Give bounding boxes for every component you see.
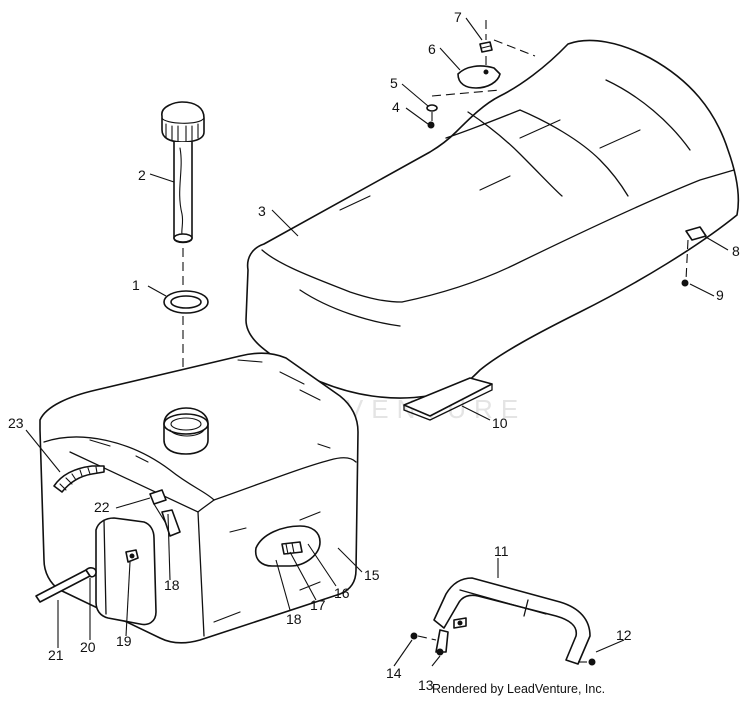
callout-20: 20 <box>80 639 96 655</box>
callout-12: 12 <box>616 627 632 643</box>
filler-neck <box>161 101 209 404</box>
callout-17: 17 <box>310 597 326 613</box>
callout-labels: 1 2 3 4 5 6 7 8 9 10 11 12 13 14 15 16 1… <box>8 9 740 693</box>
callout-23: 23 <box>8 415 24 431</box>
render-credit: Rendered by LeadVenture, Inc. <box>432 682 606 696</box>
callout-9: 9 <box>716 287 724 303</box>
callout-16: 16 <box>334 585 350 601</box>
callout-18: 18 <box>286 611 302 627</box>
callout-15: 15 <box>364 567 380 583</box>
leader-lines <box>25 17 729 667</box>
callout-22: 22 <box>94 499 110 515</box>
callout-13: 13 <box>418 677 434 693</box>
seat-hardware <box>426 20 536 129</box>
callout-19: 19 <box>116 633 132 649</box>
callout-18b: 18 <box>164 577 180 593</box>
callout-21: 21 <box>48 647 64 663</box>
callout-10: 10 <box>492 415 508 431</box>
tank-bracket <box>410 577 596 666</box>
callout-4: 4 <box>392 99 400 115</box>
callout-8: 8 <box>732 243 740 259</box>
callout-14: 14 <box>386 665 402 681</box>
callout-2: 2 <box>138 167 146 183</box>
callout-1: 1 <box>132 277 140 293</box>
callout-6: 6 <box>428 41 436 57</box>
callout-5: 5 <box>390 75 398 91</box>
callout-7: 7 <box>454 9 462 25</box>
callout-11: 11 <box>494 543 509 559</box>
callout-3: 3 <box>258 203 266 219</box>
seat <box>245 39 740 421</box>
